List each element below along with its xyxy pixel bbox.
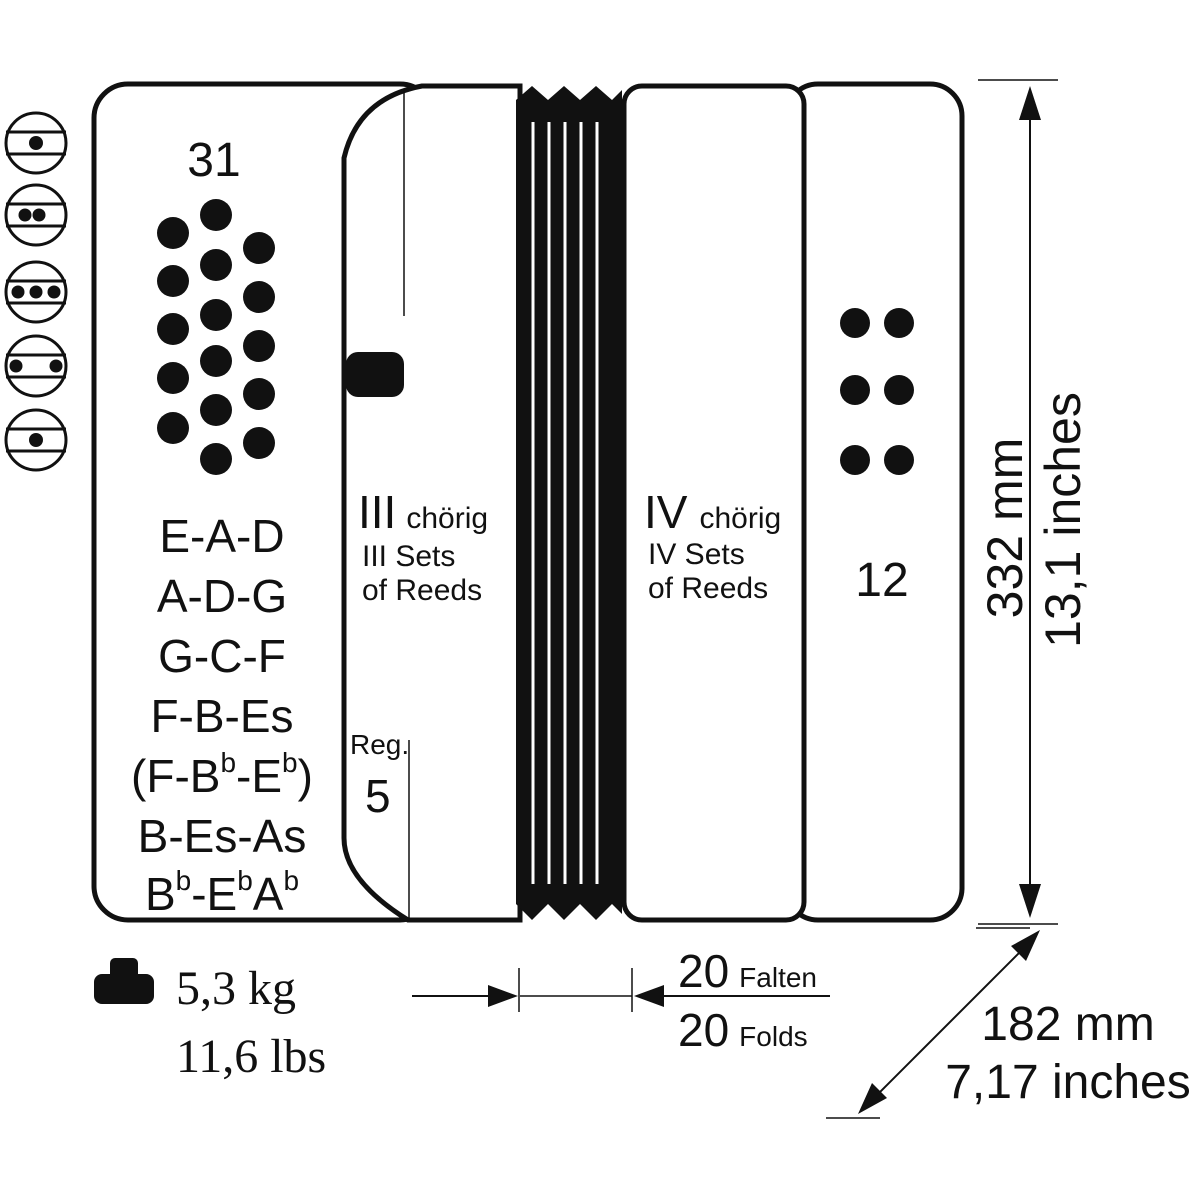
register-2-wide-dot-icon: [4, 334, 68, 398]
svg-text:IV Sets: IV Sets: [648, 538, 745, 571]
bellows-width-dimension: [412, 968, 830, 1012]
height-mm: 332 mm: [977, 438, 1033, 619]
tuning-5: (F-Bb-Eb): [131, 747, 313, 802]
bellows: [516, 86, 622, 920]
svg-text:Reg.: Reg.: [350, 729, 409, 760]
svg-text:5: 5: [365, 770, 391, 822]
tuning-4: F-B-Es: [150, 690, 293, 742]
height-in: 13,1 inches: [1035, 392, 1091, 648]
bass-buttons: [840, 308, 914, 475]
weight-kg: 5,3 kg: [176, 962, 296, 1015]
treble-grille: [341, 83, 523, 923]
depth-mm: 182 mm: [981, 998, 1154, 1051]
tuning-1: E-A-D: [159, 510, 284, 562]
register-count: Reg. 5: [350, 729, 409, 822]
tuning-2: A-D-G: [157, 570, 287, 622]
tuning-3: G-C-F: [158, 630, 286, 682]
tuning-7: Bb-EbAb: [145, 865, 299, 920]
height-dimension: [978, 79, 1058, 925]
tuning-6: B-Es-As: [138, 810, 307, 862]
depth-in: 7,17 inches: [945, 1056, 1191, 1109]
register-2-dot-icon: [4, 183, 68, 247]
treble-button-count: 31: [187, 134, 240, 187]
register-1-dot-icon: [4, 111, 68, 175]
bass-button-count: 12: [855, 554, 908, 607]
tuning-list: E-A-D A-D-G G-C-F F-B-Es (F-Bb-Eb) B-Es-…: [131, 510, 313, 920]
register-symbols: [4, 111, 68, 472]
weight-icon: [94, 958, 154, 1004]
svg-text:III Sets: III Sets: [362, 540, 455, 573]
bass-grille: [621, 83, 807, 923]
svg-text:of Reeds: of Reeds: [362, 574, 482, 607]
treble-buttons: [157, 199, 275, 475]
weight-lbs: 11,6 lbs: [176, 1030, 326, 1083]
register-3-dot-icon: [4, 260, 68, 324]
depth-dimension: [826, 927, 1040, 1119]
bass-body: [621, 81, 965, 923]
svg-text:of Reeds: of Reeds: [648, 572, 768, 605]
register-1-low-dot-icon: [4, 408, 68, 472]
register-switch: [346, 352, 404, 397]
